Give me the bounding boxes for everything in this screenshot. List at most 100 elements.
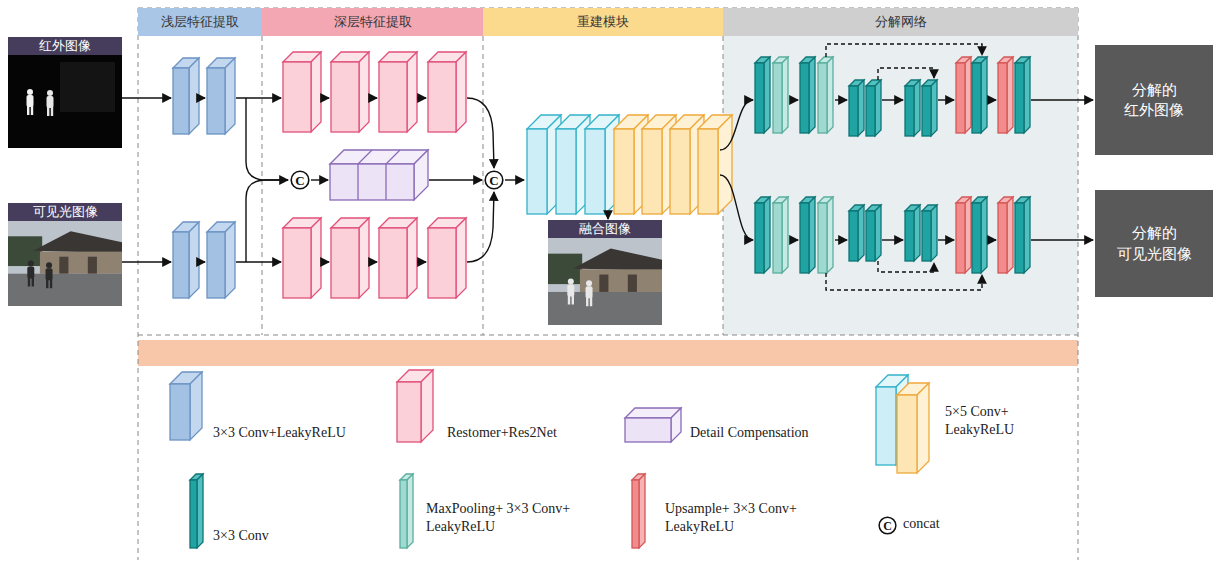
person-figure [46,268,53,280]
block-side [407,218,417,298]
decomposition-block [1015,197,1030,273]
person-figure [28,261,34,267]
block-front [818,63,827,133]
person-figure [568,296,570,305]
block-front [1015,63,1024,133]
block-front [849,211,858,261]
block-segment [357,164,358,200]
block-front [207,68,225,134]
image-label: 可见光图像 [8,203,122,221]
block-front [1015,203,1024,273]
trees [548,254,582,284]
decomposition-block [972,57,987,133]
legend-label: concat [903,515,993,533]
decomposition-block [1015,57,1030,133]
concat-symbol: C [484,170,504,190]
flow-arrow [467,192,494,262]
block-side [407,474,413,548]
flow-arrow [505,179,524,180]
building-door [628,275,637,292]
node-label: 分解网络 [875,14,927,30]
block-side [782,197,788,273]
legend-label: Detail Compensation [690,424,855,442]
node-label: 分解的 可见光图像 [1112,223,1196,264]
restormer-block [283,52,321,132]
block-side [1024,57,1030,133]
block-side [671,408,681,442]
flow-arrow [467,98,494,168]
person-figure [31,106,33,115]
block-side [189,58,199,134]
block-side [639,474,645,548]
block-top [330,150,428,164]
block-side [718,115,732,214]
person-figure [46,279,48,288]
block-front [632,480,639,548]
decomposition-block [755,57,770,133]
flow-arrow [369,261,377,262]
legend-band [138,340,1078,366]
flow-arrow [429,179,482,180]
block-side [782,57,788,133]
building-roof [33,231,122,253]
block-front [397,382,421,442]
decomposition-block [922,205,937,261]
flow-arrow [236,97,281,98]
flow-arrow [938,99,954,100]
section-divider [262,36,263,335]
block-front [379,228,407,298]
block-front [755,203,764,273]
legend-sample [170,372,202,440]
block-front [972,63,981,133]
trees [8,236,42,266]
block-front [800,63,809,133]
flow-arrow [790,239,798,240]
person-figure [572,296,574,305]
decomposition-block [866,205,881,261]
person-figure [568,279,574,285]
person-figure [27,89,33,95]
flow-arrow [311,179,328,180]
block-front [614,129,634,214]
restormer-block [379,218,417,298]
person-figure [50,279,52,288]
block-front [400,480,407,548]
block-front [190,480,197,548]
block-side [809,57,815,133]
block-front [330,164,414,200]
block-side [359,52,369,132]
decomposition-block [998,57,1013,133]
flow-arrow [122,261,171,262]
block-side [965,197,971,273]
flow-arrow [882,239,903,240]
person-figure [27,267,34,279]
block-side [764,57,770,133]
block-side [827,197,833,273]
block-side [981,57,987,133]
flow-arrow [790,99,798,100]
legend-sample [632,474,645,548]
legend-sample [400,474,413,548]
legend-label: Upsample+ 3×3 Conv+ LeakyReLU [665,500,830,536]
node-label: 深层特征提取 [334,14,412,30]
block-front [556,129,576,214]
person-figure [47,90,53,96]
flow-arrow [835,99,847,100]
conv5-block [698,115,732,214]
decomposition-block [800,57,815,133]
block-side [1024,197,1030,273]
block-segment [385,164,386,200]
section-header: 分解网络 [723,8,1078,36]
restormer-block [428,218,466,298]
block-front [905,86,914,136]
flow-arrow [246,98,288,180]
block-front [773,203,782,273]
flow-arrow [988,239,996,240]
block-front [585,129,605,214]
block-front [625,418,671,442]
restormer-block [283,218,321,298]
block-front [642,129,662,214]
block-front [283,228,311,298]
block-front [283,62,311,132]
person-figure [586,297,588,306]
